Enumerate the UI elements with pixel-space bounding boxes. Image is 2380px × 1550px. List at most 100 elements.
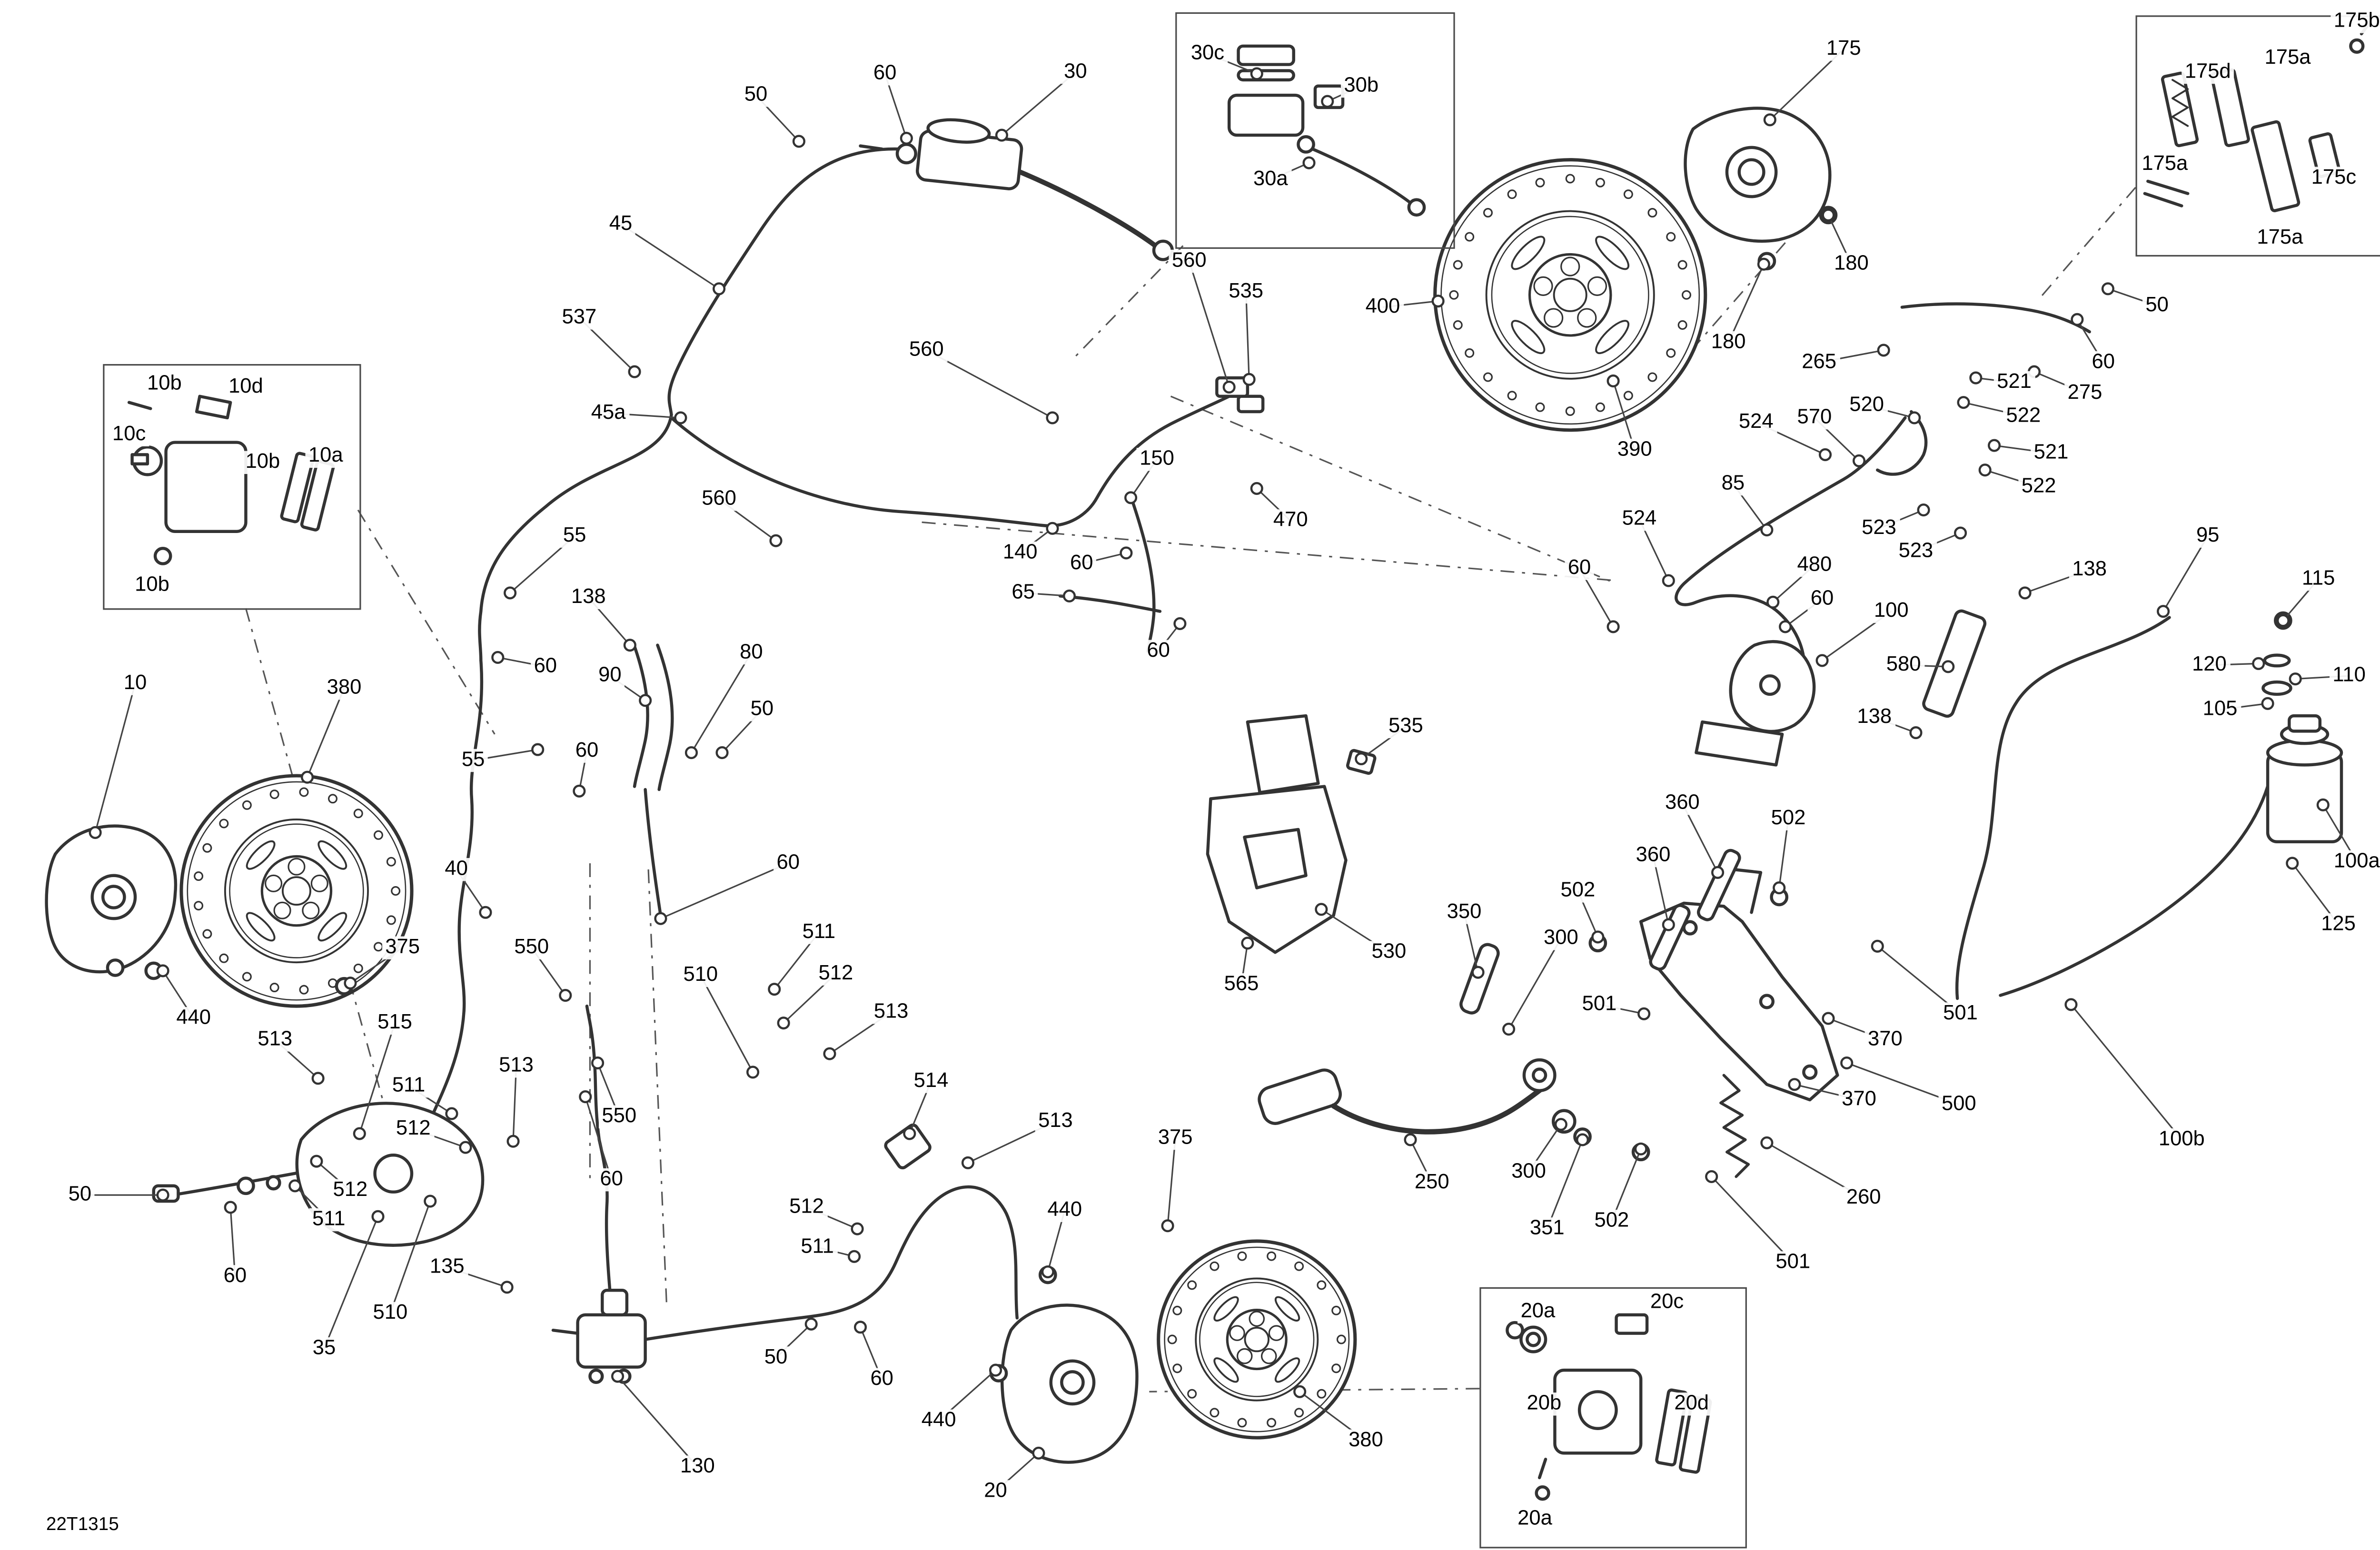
part-label-10b: 10b (131, 573, 173, 597)
part-label-523: 523 (1858, 516, 1900, 540)
part-label-20: 20 (981, 1479, 1011, 1503)
front-caliper (1685, 108, 1836, 268)
part-label-440: 440 (173, 1006, 214, 1030)
part-label-370: 370 (1864, 1027, 1906, 1052)
part-label-10b: 10b (144, 371, 185, 395)
drawing-code: 22T1315 (46, 1513, 119, 1535)
front-master-cylinder (861, 117, 1263, 412)
part-label-60: 60 (774, 850, 803, 875)
part-label-511: 511 (309, 1207, 348, 1231)
brake-lines (172, 149, 2274, 1340)
part-label-60: 60 (1807, 586, 1837, 611)
part-label-522: 522 (2003, 404, 2044, 428)
part-label-20b: 20b (1524, 1391, 1565, 1416)
part-label-511: 511 (799, 920, 839, 944)
part-label-550: 550 (511, 935, 552, 959)
part-label-550: 550 (598, 1104, 640, 1128)
part-label-535: 535 (1385, 714, 1427, 738)
leader-lines (80, 49, 2357, 1491)
part-label-10d: 10d (225, 375, 267, 399)
part-label-250: 250 (1411, 1170, 1453, 1195)
left-caliper (47, 826, 352, 994)
part-label-390: 390 (1614, 437, 1656, 462)
part-label-380: 380 (1345, 1428, 1387, 1452)
brake-disc-3 (1159, 1241, 1355, 1438)
part-label-110: 110 (2329, 663, 2369, 688)
part-label-265: 265 (1798, 350, 1840, 374)
part-label-100a: 100a (2330, 849, 2380, 873)
part-label-275: 275 (2064, 381, 2105, 405)
pedal-support-bracket (1590, 849, 1838, 1177)
inset-box-3 (2135, 15, 2380, 257)
part-label-500: 500 (1938, 1092, 1980, 1116)
part-label-120: 120 (2189, 652, 2230, 677)
part-label-535: 535 (1225, 279, 1267, 304)
part-label-470: 470 (1270, 508, 1311, 533)
part-label-530: 530 (1368, 939, 1409, 964)
part-label-375: 375 (1155, 1125, 1196, 1150)
part-label-175a: 175a (2261, 46, 2314, 70)
part-label-20d: 20d (1671, 1391, 1712, 1416)
component-artwork (47, 21, 2371, 1499)
brake-disc-2 (181, 776, 412, 1006)
part-label-380: 380 (324, 675, 365, 700)
inset-box-1 (103, 364, 361, 610)
part-label-135: 135 (426, 1254, 468, 1279)
part-label-20a: 20a (1514, 1507, 1556, 1531)
part-label-515: 515 (374, 1010, 416, 1035)
part-label-30a: 30a (1250, 167, 1291, 191)
part-label-565: 565 (1221, 972, 1262, 996)
part-label-300: 300 (1508, 1159, 1549, 1184)
part-label-20a: 20a (1517, 1299, 1558, 1323)
part-label-510: 510 (680, 963, 721, 987)
part-label-10: 10 (120, 671, 150, 695)
part-label-360: 360 (1633, 843, 1674, 867)
part-label-30: 30 (1061, 59, 1091, 84)
part-label-520: 520 (1846, 393, 1887, 417)
part-label-50: 50 (2142, 293, 2172, 317)
part-label-370: 370 (1838, 1087, 1880, 1111)
rear-master-cylinder-bracket (1208, 716, 1376, 952)
part-label-523: 523 (1895, 539, 1936, 563)
part-label-175c: 175c (2308, 166, 2360, 190)
part-label-50: 50 (741, 82, 771, 107)
hose-sleeve (884, 1123, 932, 1169)
part-label-580: 580 (1883, 652, 1924, 677)
inset-front-pads-parts (2145, 21, 2370, 211)
part-label-512: 512 (786, 1195, 827, 1219)
inset-box-2 (1175, 12, 1455, 249)
part-label-350: 350 (1444, 900, 1485, 924)
part-label-95: 95 (2193, 523, 2222, 548)
part-label-502: 502 (1591, 1208, 1632, 1233)
part-label-60: 60 (596, 1167, 626, 1191)
part-label-501: 501 (1772, 1250, 1814, 1274)
part-label-50: 50 (761, 1345, 791, 1370)
brake-pedal (1256, 942, 1590, 1144)
part-label-560: 560 (906, 337, 947, 362)
part-label-100: 100 (1871, 599, 1912, 623)
part-label-501: 501 (1579, 992, 1620, 1016)
part-label-60: 60 (572, 739, 602, 763)
part-label-150: 150 (1136, 446, 1178, 471)
part-label-50: 50 (747, 697, 777, 721)
part-label-560: 560 (698, 486, 740, 511)
part-label-50: 50 (65, 1182, 95, 1207)
part-label-480: 480 (1794, 553, 1835, 577)
part-label-514: 514 (911, 1069, 952, 1093)
part-label-512: 512 (330, 1178, 371, 1202)
part-label-105: 105 (2200, 697, 2241, 721)
part-label-138: 138 (1854, 705, 1895, 729)
construction-lines (246, 188, 2135, 1392)
part-label-512: 512 (393, 1116, 434, 1141)
part-label-125: 125 (2318, 912, 2359, 937)
rear-caliper (991, 1267, 1137, 1462)
part-label-513: 513 (871, 999, 912, 1024)
part-label-521: 521 (1993, 370, 2035, 394)
part-label-537: 537 (559, 305, 600, 330)
part-label-100b: 100b (2155, 1127, 2208, 1151)
part-label-180: 180 (1831, 251, 1872, 276)
part-label-501: 501 (1940, 1001, 1981, 1026)
part-label-60: 60 (867, 1367, 897, 1391)
